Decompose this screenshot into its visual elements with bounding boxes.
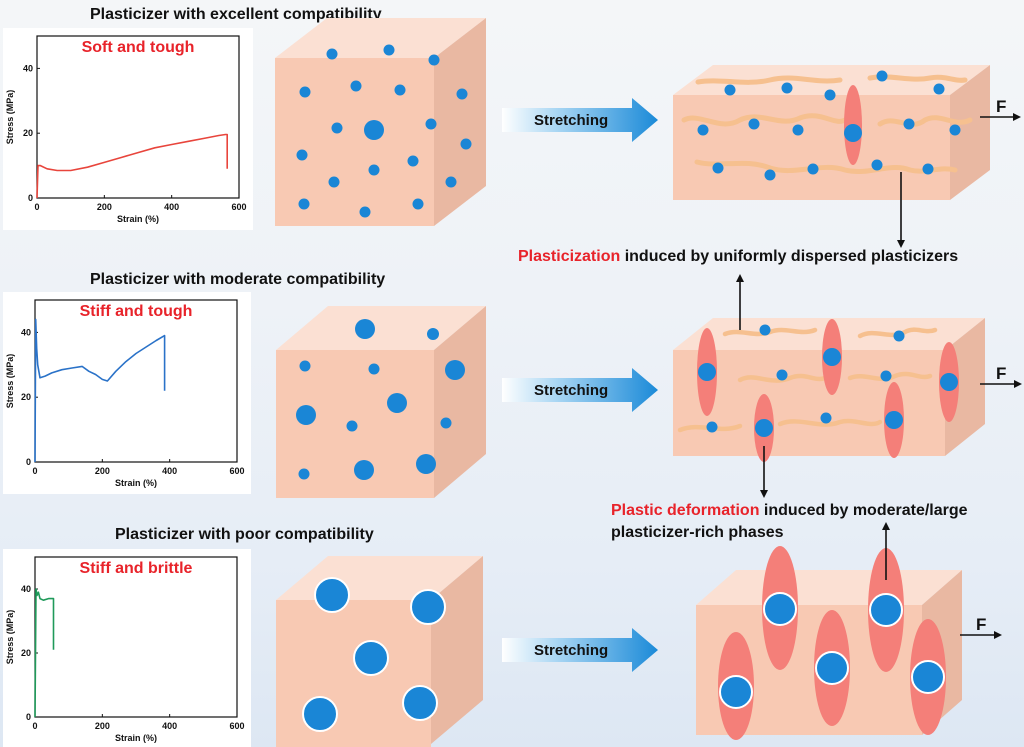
cube-excellent-stretched	[673, 65, 990, 200]
y-tick-label: 0	[26, 457, 31, 467]
annotation-plastic-deformation-line2: plasticizer-rich phases	[611, 524, 784, 541]
x-tick-label: 400	[162, 466, 177, 476]
y-axis-label: Stress (MPa)	[5, 90, 15, 145]
x-axis-label: Strain (%)	[117, 214, 159, 224]
force-label-row1: F	[996, 97, 1006, 116]
annotation-plasticization-rest: induced by uniformly dispersed plasticiz…	[620, 248, 959, 265]
x-tick-label: 200	[97, 202, 112, 212]
x-tick-label: 600	[229, 466, 244, 476]
y-tick-label: 0	[28, 193, 33, 203]
annotation-plastic-deformation-rest: induced by moderate/large	[759, 502, 968, 519]
x-tick-label: 0	[34, 202, 39, 212]
y-axis-label: Stress (MPa)	[5, 354, 15, 409]
x-tick-label: 400	[164, 202, 179, 212]
x-tick-label: 200	[95, 721, 110, 731]
force-label-row2: F	[996, 364, 1006, 383]
chart-title-stiff-and-tough: Stiff and tough	[80, 303, 193, 320]
y-tick-label: 20	[21, 392, 31, 402]
annotation-plasticization: Plasticization induced by uniformly disp…	[518, 248, 958, 266]
y-tick-label: 0	[26, 712, 31, 722]
force-arrow-row3	[960, 631, 1002, 639]
chart-title-soft-and-tough: Soft and tough	[82, 39, 195, 56]
x-tick-label: 0	[32, 721, 37, 731]
cube-moderate-unstretched	[276, 306, 486, 498]
particles-large-row3	[302, 577, 446, 732]
y-tick-label: 40	[21, 327, 31, 337]
y-tick-label: 40	[21, 584, 31, 594]
particles-small-row1	[296, 44, 472, 218]
stretching-arrow-row2	[502, 368, 658, 412]
stretching-label-row1: Stretching	[534, 112, 608, 129]
x-tick-label: 600	[229, 721, 244, 731]
particles-stretched-row1	[697, 70, 961, 181]
plot-frame	[36, 35, 240, 199]
pointer-arrow-down-row1	[897, 172, 905, 248]
x-tick-label: 200	[95, 466, 110, 476]
pointer-arrow-up-row2	[736, 274, 744, 330]
annotation-plastic-deformation: Plastic deformation induced by moderate/…	[611, 500, 968, 544]
x-tick-label: 600	[231, 202, 246, 212]
row-title-moderate: Plasticizer with moderate compatibility	[90, 271, 386, 288]
stress-strain-curve	[34, 318, 166, 463]
force-arrow-row2	[980, 380, 1022, 388]
chart-title-stiff-and-brittle: Stiff and brittle	[80, 560, 193, 577]
x-axis-label: Strain (%)	[115, 733, 157, 743]
stress-strain-curve	[36, 133, 228, 199]
annotation-plasticization-highlight: Plasticization	[518, 248, 621, 265]
y-axis-label: Stress (MPa)	[5, 610, 15, 665]
x-axis-label: Strain (%)	[115, 478, 157, 488]
annotation-plastic-deformation-highlight: Plastic deformation	[611, 502, 760, 519]
x-tick-label: 400	[162, 721, 177, 731]
cube-excellent-unstretched	[275, 18, 486, 226]
row-title-poor: Plasticizer with poor compatibility	[115, 526, 374, 543]
force-label-row3: F	[976, 615, 986, 634]
stress-strain-curve	[34, 588, 55, 718]
particles-medium-row2	[296, 319, 465, 480]
stretching-label-row2: Stretching	[534, 382, 608, 399]
pointer-arrow-down-row2	[760, 446, 768, 498]
y-tick-label: 20	[21, 648, 31, 658]
y-tick-label: 40	[23, 63, 33, 73]
x-tick-label: 0	[32, 466, 37, 476]
stretching-arrow-row3	[502, 628, 658, 672]
polymer-chains-row1	[681, 74, 973, 174]
force-arrow-row1	[980, 113, 1021, 121]
row-title-excellent: Plasticizer with excellent compatibility	[90, 6, 382, 23]
stretching-label-row3: Stretching	[534, 642, 608, 659]
particles-stretched-row3	[719, 592, 945, 709]
pointer-arrow-up-row3	[882, 522, 890, 580]
y-tick-label: 20	[23, 128, 33, 138]
stretching-arrow-row1	[502, 98, 658, 142]
particles-stretched-row2	[698, 324, 958, 437]
